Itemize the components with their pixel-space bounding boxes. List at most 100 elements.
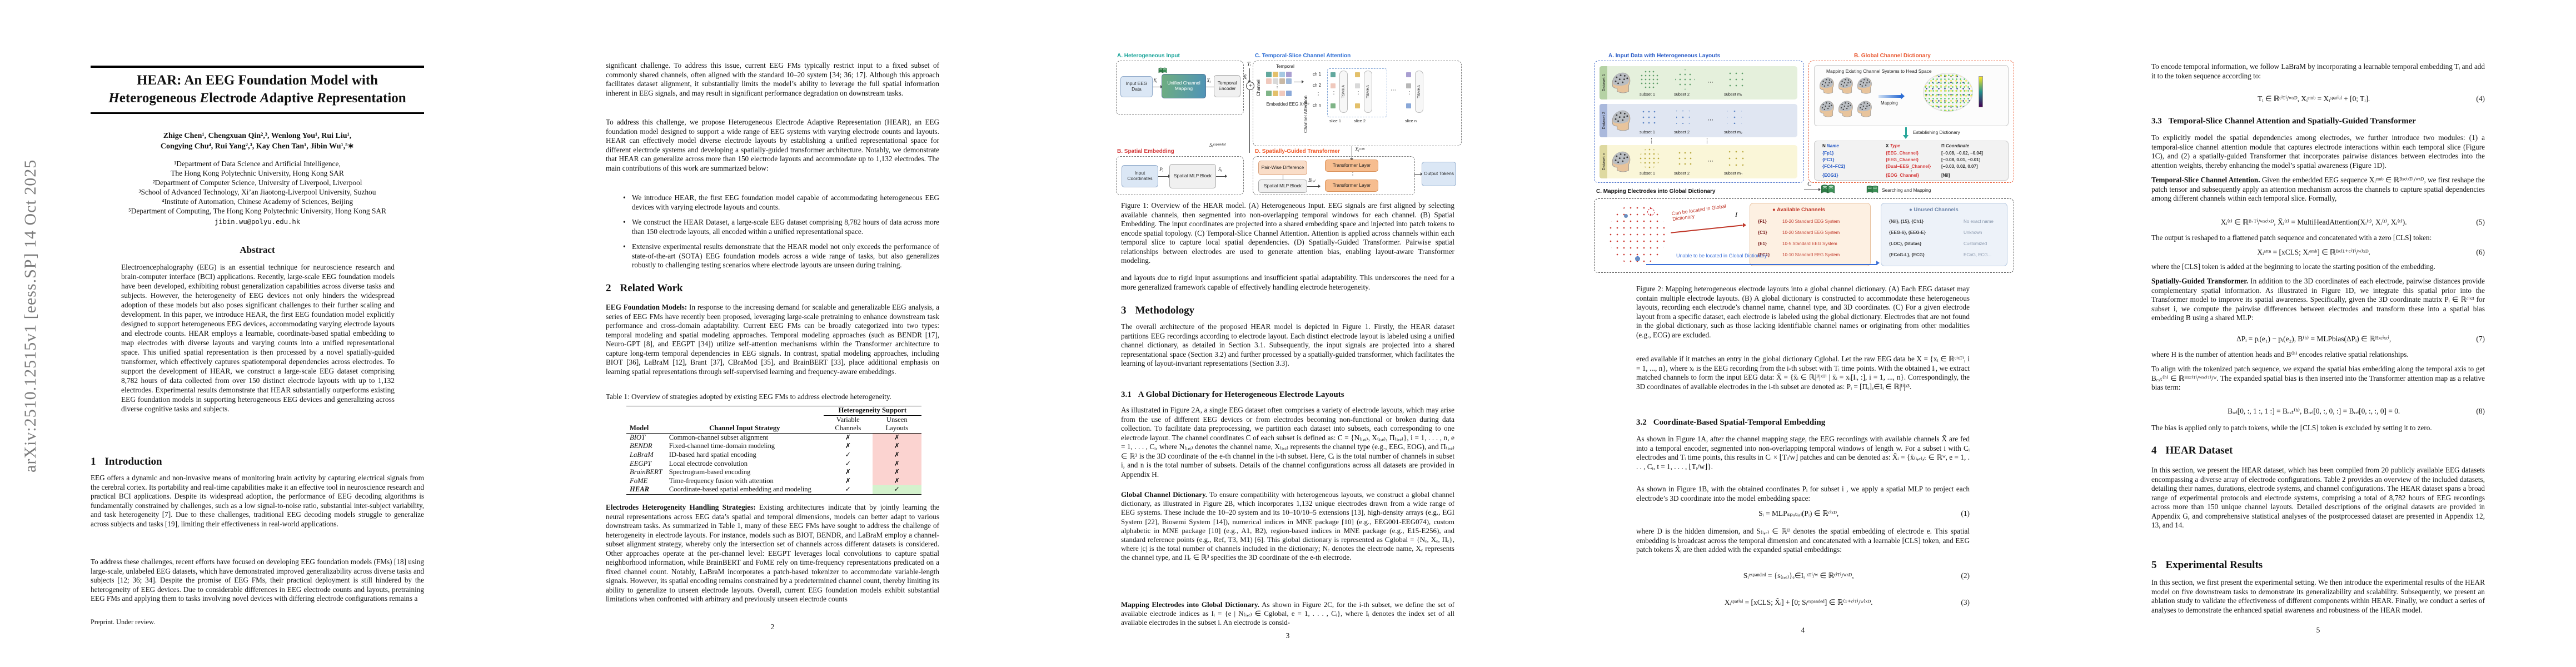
arrowhead-icon — [1903, 135, 1909, 139]
paragraph: To align with the tokenized patch sequen… — [2151, 365, 2485, 391]
arrowhead-icon — [1743, 223, 1746, 227]
subset-label: subset 1 — [1640, 130, 1655, 135]
patch-cell — [1286, 72, 1292, 77]
contribution-bullet-2: We construct the HEAR Dataset, a large-s… — [623, 218, 939, 236]
fig1-ti-label: Tᵢ — [1247, 62, 1251, 67]
colorbar — [1979, 76, 1983, 107]
fig1-panel-a-box — [1116, 61, 1244, 115]
cell: Coordinate-based spatial embedding and m… — [669, 485, 811, 494]
fig1-sexpanded-label: Sᵢᵉˣᵖᵃⁿᵈᵉᵈ — [1209, 143, 1226, 148]
paragraph: To address this challenge, we propose He… — [606, 118, 939, 172]
col-header-het-support: Heterogeneity Support — [823, 406, 921, 416]
arrow-icon — [1414, 172, 1423, 176]
fig2-panel-c-label: C. Mapping Electrodes into Global Dictio… — [1596, 188, 1716, 195]
arrow-icon — [1307, 184, 1321, 188]
fig2-mapping-label: Mapping — [1881, 101, 1898, 106]
cell: EEGPT — [630, 459, 652, 467]
page-number: 4 — [1801, 626, 1805, 634]
cell: ✗ — [845, 476, 851, 485]
fig1-xbar-label: X̄ᵢ — [1207, 78, 1211, 84]
patch-cell — [1331, 72, 1336, 77]
cell: ✗ — [845, 442, 851, 450]
cell: Local electrode convolution — [669, 459, 748, 467]
fig1-temporal-label: Temporal — [1276, 64, 1294, 69]
figure-1: A. Heterogeneous Input Input EEG Data Xᵢ… — [1115, 53, 1462, 196]
fig2-c-symbol: C — [1807, 181, 1812, 187]
book-icon — [1821, 185, 1835, 193]
affiliation-6: ⁵Department of Computing, The Hong Kong … — [128, 207, 386, 215]
cell: ✓ — [845, 485, 851, 494]
fig2-mapping-title: Mapping Existing Channel Systems to Head… — [1826, 68, 1932, 74]
paragraph: The overall architecture of the proposed… — [1121, 322, 1454, 367]
channel-tag: {EEG-6}, {EEG-E} — [1889, 230, 1926, 235]
fig1-spatial-mlp2-box: Spatial MLP Block — [1258, 180, 1307, 193]
head-icon — [1612, 110, 1631, 131]
electrode-layout-glyph — [1640, 148, 1660, 168]
cell: ✓ — [845, 450, 851, 459]
affiliation-2: The Hong Kong Polytechnic University, Ho… — [171, 169, 344, 177]
book-icon — [1158, 67, 1167, 73]
paragraph: In this section, we first present the ex… — [2151, 578, 2485, 614]
page-3: A. Heterogeneous Input Input EEG Data Xᵢ… — [1030, 0, 1546, 667]
equation-number: (1) — [1961, 509, 1970, 517]
electrode-layout-glyph — [1675, 148, 1695, 168]
channel-tag: {LOC}, {Stutas} — [1889, 241, 1922, 246]
vdots: ⋮ — [1407, 91, 1412, 96]
subset-label: subset m₂ — [1724, 130, 1742, 135]
equation-7: ΔPᵢ = pᵢ(e₁) − pᵢ(e₂), B⁽ʰ⁾ = MLPbias(ΔP… — [2236, 335, 2485, 343]
paper-title-line1: HEAR: An EEG Foundation Model with — [136, 73, 378, 88]
fig1-pairwise-difference-box: Pair-Wise Difference — [1258, 161, 1307, 175]
page-5: To encode temporal information, we follo… — [2061, 0, 2576, 667]
fig2-unable-label: Unable to be located in Global Dictionar… — [1676, 253, 1767, 258]
plus-circle-icon: + — [1246, 82, 1254, 90]
paragraph: As illustrated in Figure 2A, a single EE… — [1121, 406, 1454, 479]
ehs-lead: Electrodes Heterogeneity Handling Strate… — [606, 503, 756, 511]
fig1-panel-b-label: B. Spatial Embedding — [1117, 148, 1174, 155]
abstract-heading: Abstract — [240, 245, 275, 255]
page-1: arXiv:2510.12515v1 [eess.SP] 14 Oct 2025… — [0, 0, 515, 667]
fig1-slice1-label: slice 1 — [1329, 118, 1341, 123]
channel-tag: {E1} — [1758, 241, 1767, 246]
fig2-unused-channels-box: ● Unused Channels {Nil}, {15}, {Ch1} No … — [1881, 203, 2007, 266]
paper-title-line2: Heterogeneous Electrode Adaptive Represe… — [108, 91, 406, 106]
paragraph: and layouts due to rigid input assumptio… — [1121, 273, 1454, 291]
page-number: 3 — [1285, 631, 1290, 640]
title-italic-a: A — [260, 91, 270, 106]
cell: ✗ — [872, 433, 921, 442]
dict-name: {EOG1} — [1822, 173, 1838, 178]
title-rule-bottom — [91, 112, 424, 114]
cell: ✓ — [845, 459, 851, 467]
fig2-dictionary-table: N Name X Type Π Coordinate {Fp1} {EEG_Ch… — [1814, 141, 2009, 181]
fig1-transformer-layer2-box: Transformer Layer — [1325, 180, 1378, 192]
fig2-available-channels-box: ● Available Channels {F1} 10-20 Standard… — [1750, 203, 1871, 266]
equation-number: (7) — [2476, 335, 2485, 343]
cell: ✗ — [872, 450, 921, 460]
fig1-unified-channel-mapping-box: Unified Channel Mapping — [1162, 74, 1206, 98]
sgt-lead: Spatially-Guided Transformer. — [2151, 277, 2249, 285]
arrow-icon — [1247, 68, 1252, 83]
cell: Common-channel subset alignment — [669, 433, 769, 441]
patch-cell — [1273, 72, 1278, 77]
cell: BIOT — [630, 433, 645, 441]
affiliation-5: ⁴Institute of Automation, Chinese Academ… — [161, 197, 353, 206]
hdots: ⋯ — [1707, 158, 1713, 165]
paragraph: ered available if it matches an entry in… — [1636, 355, 1970, 391]
paragraph: The output is reshaped to a flattened pa… — [2151, 233, 2432, 242]
fig1-sexpanded-line — [1249, 89, 1250, 153]
channel-desc: 10-20 Standard EEG System — [1782, 230, 1840, 235]
paragraph: significant challenge. To address this i… — [606, 61, 939, 97]
fig1-channel-attention-label: Channel Attention — [1303, 95, 1308, 133]
dict-name: {Fp1} — [1822, 151, 1834, 156]
page-4: A. Input Data with Heterogeneous Layouts… — [1546, 0, 2061, 667]
subset-label: subset 1 — [1640, 92, 1655, 97]
affiliation-4: ³School of Advanced Technology, Xi’an Ji… — [138, 188, 376, 196]
arrow-icon — [1216, 174, 1227, 178]
vdots: ⋮ — [1316, 92, 1321, 97]
cell: ✓ — [872, 485, 921, 495]
